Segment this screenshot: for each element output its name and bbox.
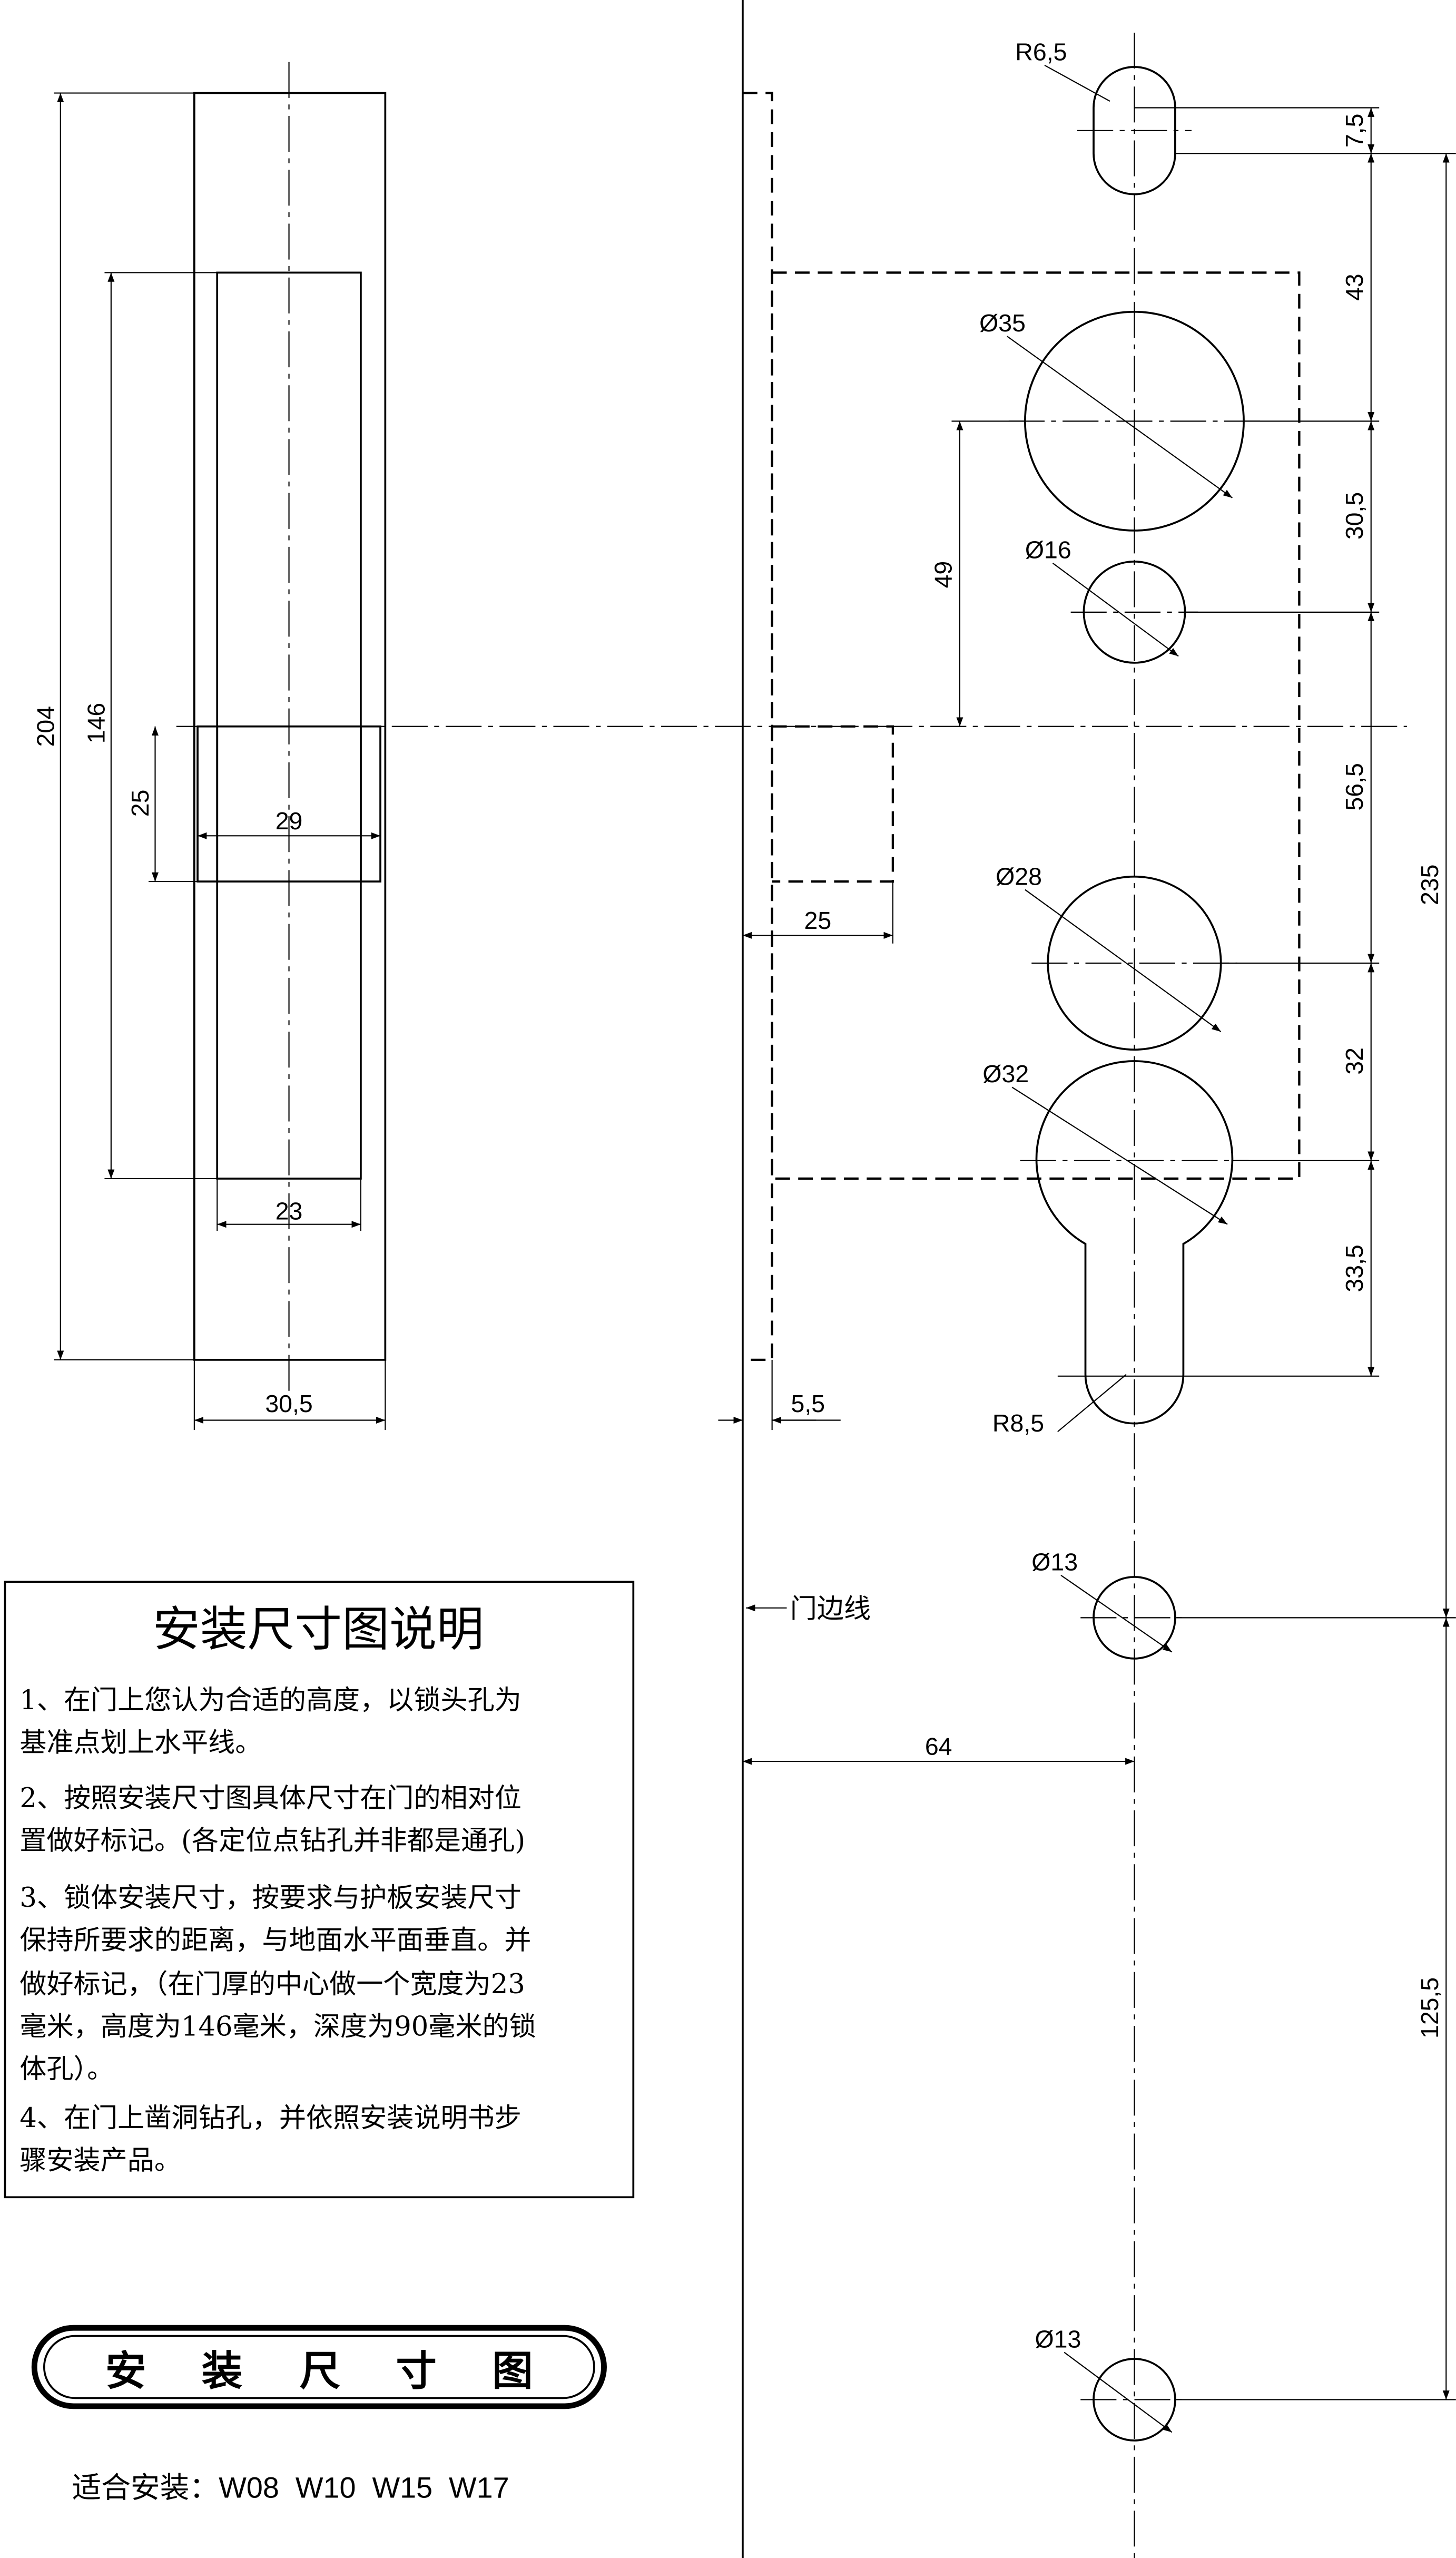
dim-25-front: 25 (804, 907, 832, 934)
label-d35: Ø35 (979, 309, 1026, 337)
side-view: 204 146 25 29 23 30,5 (32, 62, 387, 1430)
banner-char: 尺 (300, 2348, 340, 2395)
dim-64: 64 (925, 1733, 952, 1760)
dim-146: 146 (82, 703, 110, 744)
label-d28: Ø28 (996, 863, 1042, 890)
dim-25-side: 25 (126, 790, 154, 817)
label-r6-5: R6,5 (1015, 38, 1067, 66)
dim-33-5: 33,5 (1341, 1244, 1368, 1292)
label-r8-5: R8,5 (992, 1409, 1044, 1437)
dim-30-5-front: 30,5 (1341, 492, 1368, 540)
note-line: 保持所要求的距离，与地面水平面垂直。并 (19, 1925, 531, 1956)
banner-char: 图 (492, 2348, 533, 2395)
latch-outline (772, 725, 894, 883)
dim-43: 43 (1341, 273, 1368, 301)
key-hole (1035, 1060, 1234, 1425)
banner-char: 寸 (396, 2348, 437, 2395)
front-view: R6,5 Ø35 Ø16 Ø28 Ø32 R8,5 Ø13 Ø13 (718, 0, 1456, 2558)
compatible-label: 适合安装： (72, 2471, 219, 2504)
dim-29: 29 (276, 807, 303, 835)
note-line: 置做好标记。(各定位点钻孔并非都是通孔) (19, 1825, 525, 1856)
dim-235: 235 (1416, 865, 1443, 906)
label-d32: Ø32 (982, 1060, 1029, 1087)
dim-49: 49 (929, 561, 957, 589)
notes-box: 安装尺寸图说明 1、在门上您认为合适的高度，以锁头孔为 基准点划上水平线。 2、… (4, 1581, 635, 2199)
label-d13-1: Ø13 (1031, 1548, 1078, 1576)
note-line: 毫米，高度为146毫米，深度为90毫米的锁 (19, 2012, 536, 2043)
dim-5-5: 5,5 (791, 1390, 825, 1417)
note-line: 基准点划上水平线。 (19, 1727, 262, 1758)
note-line: 3、锁体安装尺寸，按要求与护板安装尺寸 (19, 1883, 522, 1914)
door-edge-label: 门边线 (790, 1593, 871, 1624)
dim-30-5: 30,5 (265, 1390, 312, 1417)
banner-char: 装 (202, 2348, 242, 2395)
dim-204: 204 (32, 706, 59, 747)
note-line: 体孔）。 (19, 2054, 114, 2085)
dim-7-5: 7,5 (1341, 114, 1368, 148)
dim-32: 32 (1341, 1047, 1368, 1075)
dim-125-5: 125,5 (1416, 1977, 1443, 2038)
label-d16: Ø16 (1025, 536, 1071, 564)
dim-56-5: 56,5 (1341, 763, 1368, 810)
label-d13-2: Ø13 (1035, 2325, 1081, 2353)
notes-title: 安装尺寸图说明 (153, 1602, 484, 1657)
banner-char: 安 (105, 2348, 146, 2395)
note-line: 做好标记，（在门厚的中心做一个宽度为23 (19, 1969, 525, 2000)
title-banner: 安 装 尺 寸 图 (31, 2325, 607, 2409)
compatible-models: 适合安装：W08 W10 W15 W17 (72, 2471, 509, 2504)
compatible-list: W08 W10 W15 W17 (219, 2471, 509, 2504)
faceplate (196, 725, 381, 883)
dim-23: 23 (276, 1197, 303, 1224)
note-line: 1、在门上您认为合适的高度，以锁头孔为 (19, 1685, 522, 1716)
note-line: 4、在门上凿洞钻孔，并依照安装说明书步 (19, 2103, 522, 2134)
note-line: 2、按照安装尺寸图具体尺寸在门的相对位 (19, 1783, 522, 1814)
note-line: 骤安装产品。 (19, 2145, 181, 2177)
